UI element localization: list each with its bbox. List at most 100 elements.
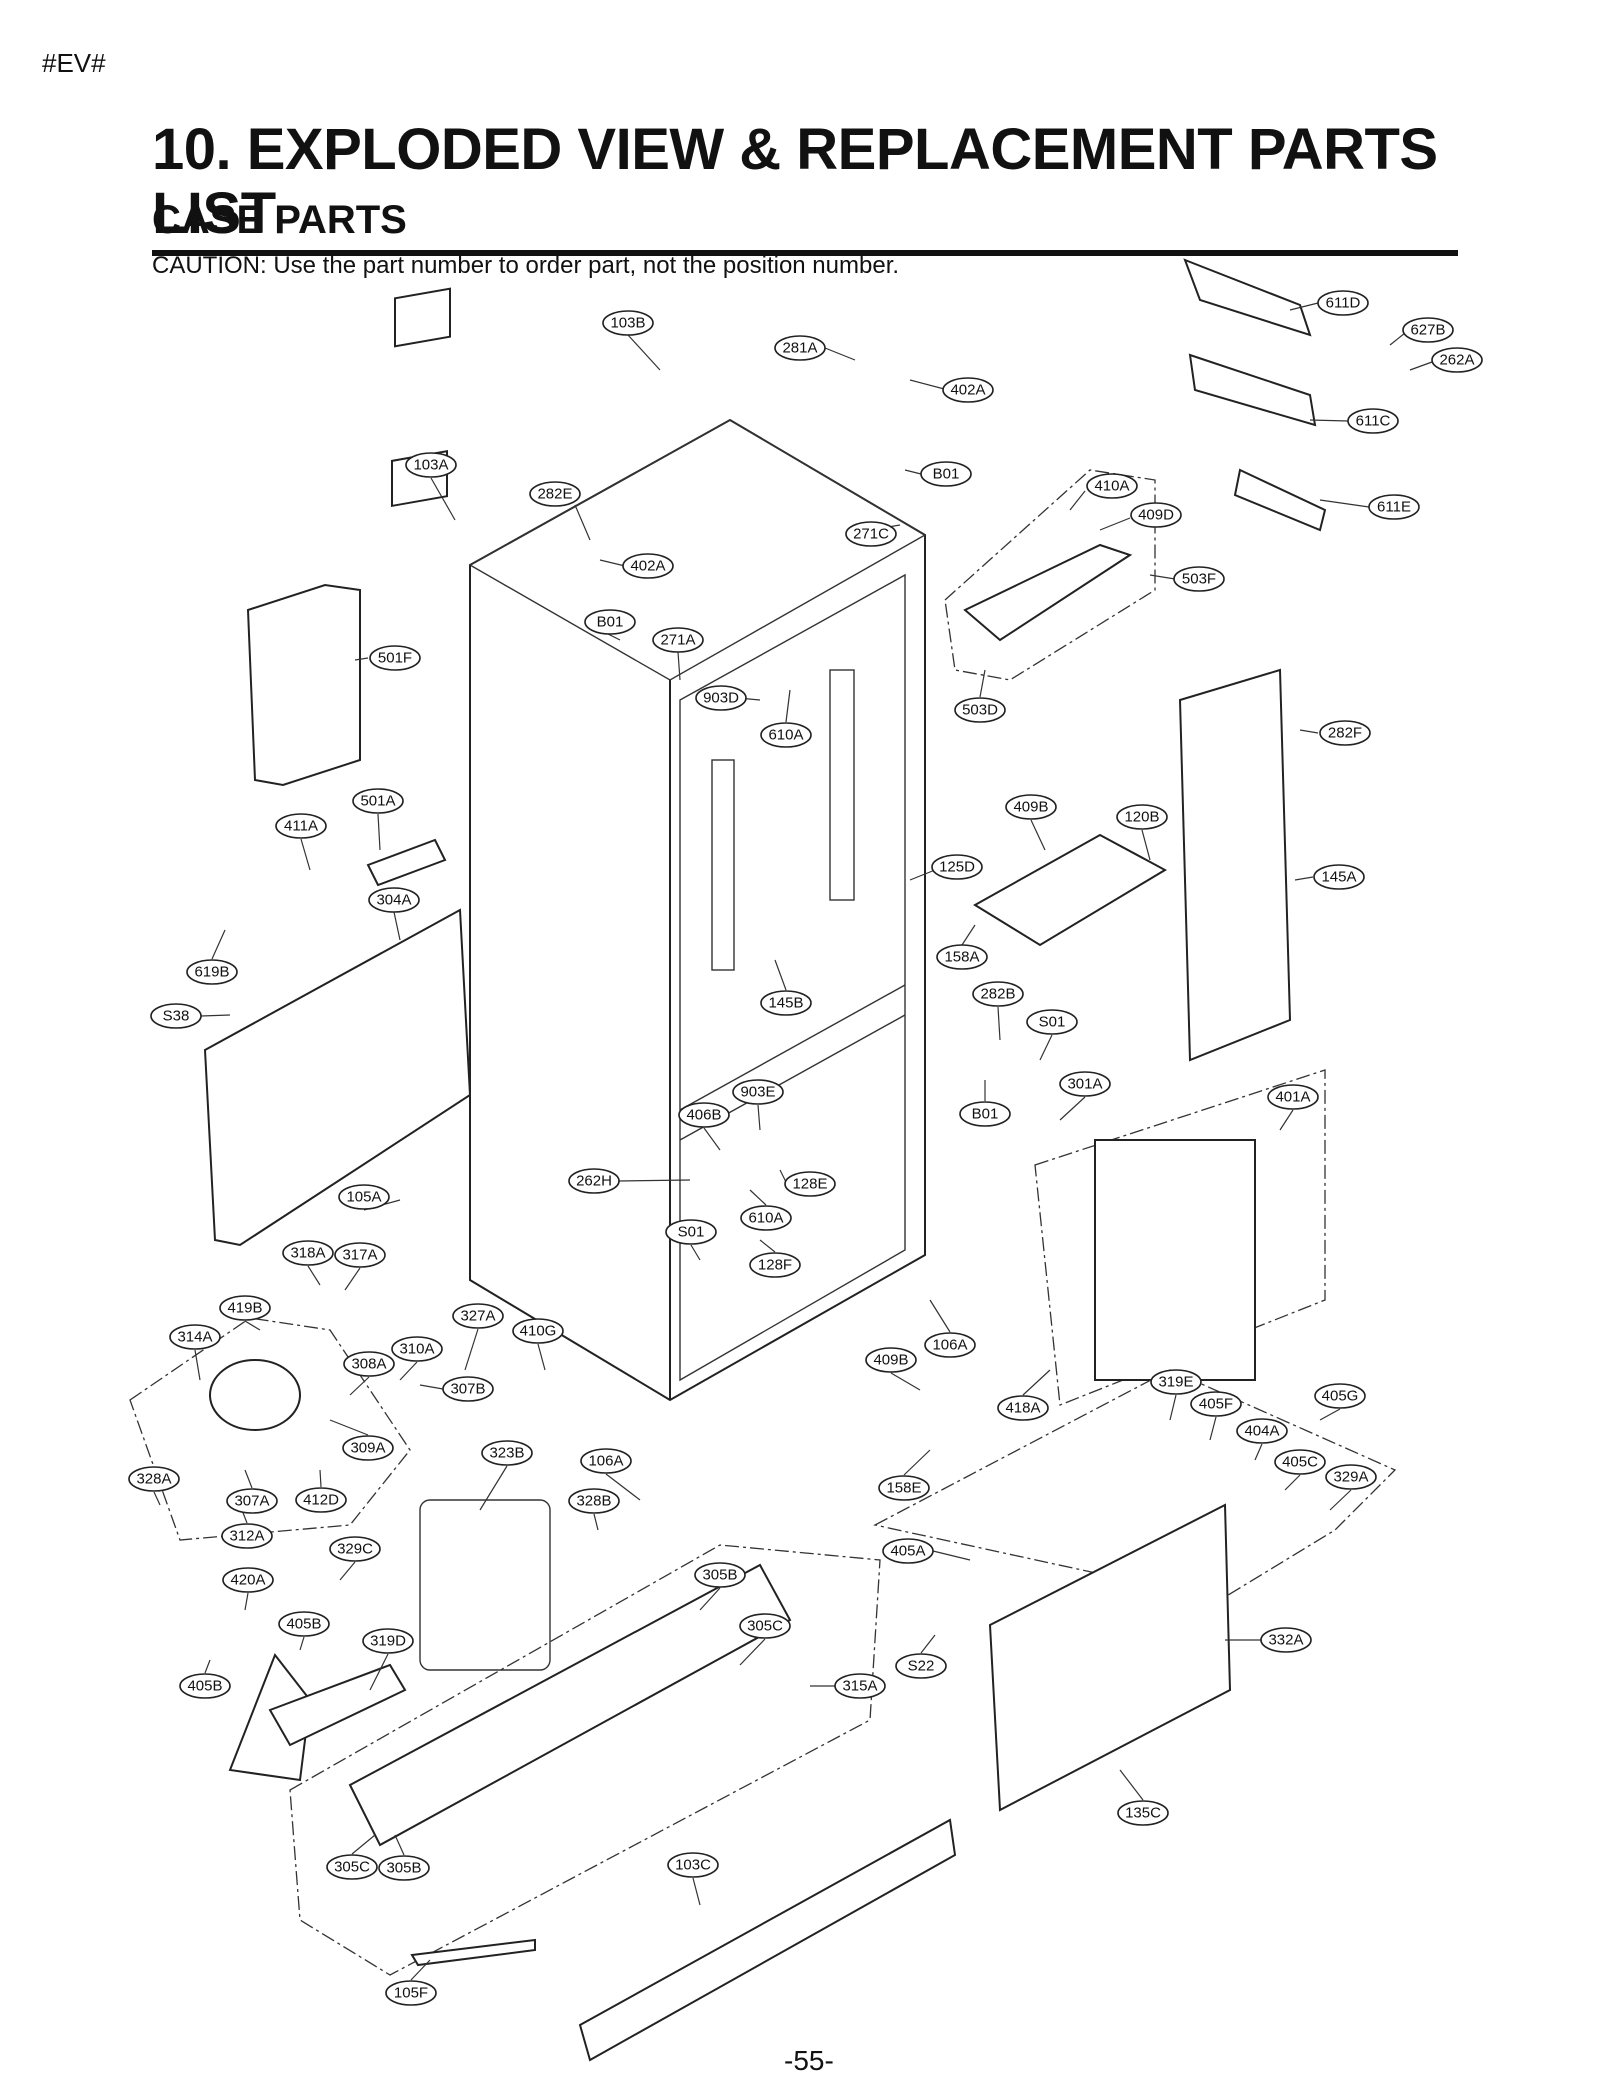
callout-s38: S38: [150, 1003, 202, 1029]
callout-oval: [1347, 408, 1399, 434]
callout-103a: 103A: [405, 452, 457, 478]
callout-409b: 409B: [1005, 794, 1057, 820]
callout-layer: 103B281A402A611D627B262A611C611E103A282E…: [128, 290, 1483, 2006]
callout-label: S01: [678, 1224, 705, 1241]
callout-label: 262H: [576, 1173, 612, 1190]
leader-line: [244, 1469, 253, 1489]
callout-420a: 420A: [222, 1567, 274, 1593]
callout-oval: [784, 1171, 836, 1197]
callout-oval: [568, 1168, 620, 1194]
leader-line: [1069, 490, 1086, 511]
callout-503d: 503D: [954, 697, 1006, 723]
callout-oval: [845, 521, 897, 547]
callout-oval: [1368, 494, 1420, 520]
callout-label: 619B: [194, 964, 229, 981]
callout-120b: 120B: [1116, 804, 1168, 830]
callout-329a: 329A: [1325, 1464, 1377, 1490]
callout-b01: B01: [920, 461, 972, 487]
leader-line: [399, 1361, 418, 1381]
callout-s01: S01: [665, 1219, 717, 1245]
callout-label: 271A: [660, 632, 695, 649]
leader-line: [1319, 1408, 1341, 1421]
leader-line: [997, 1006, 1001, 1041]
leader-line: [739, 1638, 766, 1666]
callout-label: 503F: [1182, 571, 1216, 588]
callout-419b: 419B: [219, 1295, 271, 1321]
callout-oval: [774, 335, 826, 361]
callout-label: 328B: [576, 1493, 611, 1510]
leader-line: [757, 1104, 761, 1131]
callout-501f: 501F: [369, 645, 421, 671]
callout-label: B01: [933, 466, 960, 483]
callout-282b: 282B: [972, 981, 1024, 1007]
callout-327a: 327A: [452, 1303, 504, 1329]
callout-oval: [1319, 720, 1371, 746]
callout-145b: 145B: [760, 990, 812, 1016]
section-subtitle: CASE PARTS: [152, 198, 407, 242]
callout-oval: [954, 697, 1006, 723]
callout-oval: [1026, 1009, 1078, 1035]
callout-405b: 405B: [278, 1611, 330, 1637]
callout-oval: [378, 1855, 430, 1881]
callout-label: 128E: [792, 1176, 827, 1193]
callout-319d: 319D: [362, 1628, 414, 1654]
callout-oval: [924, 1332, 976, 1358]
callout-label: 317A: [342, 1247, 377, 1264]
callout-label: 610A: [768, 727, 803, 744]
leader-line: [920, 1634, 936, 1654]
callout-oval: [1431, 347, 1483, 373]
leader-line: [929, 1299, 951, 1333]
callout-405g: 405G: [1314, 1383, 1366, 1409]
callout-label: 312A: [229, 1528, 264, 1545]
leader-line: [909, 869, 936, 881]
callout-label: 406B: [686, 1107, 721, 1124]
callout-label: 307A: [234, 1493, 269, 1510]
callout-label: 903E: [740, 1084, 775, 1101]
callout-329c: 329C: [329, 1536, 381, 1562]
callout-317a: 317A: [334, 1242, 386, 1268]
callout-oval: [959, 1101, 1011, 1127]
callout-label: 301A: [1067, 1076, 1102, 1093]
callout-label: 135C: [1125, 1805, 1161, 1822]
callout-301a: 301A: [1059, 1071, 1111, 1097]
callout-262h: 262H: [568, 1168, 620, 1194]
leader-line: [1099, 517, 1131, 531]
callout-label: 405C: [1282, 1454, 1318, 1471]
callout-label: 309A: [350, 1440, 385, 1457]
callout-611d: 611D: [1317, 290, 1369, 316]
leader-lines: [153, 302, 1433, 1981]
leader-line: [351, 1834, 376, 1855]
callout-305b: 305B: [378, 1855, 430, 1881]
callout-503f: 503F: [1173, 566, 1225, 592]
callout-label: S22: [908, 1658, 935, 1675]
callout-oval: [179, 1673, 231, 1699]
callout-627b: 627B: [1402, 317, 1454, 343]
page-number: -55-: [784, 2045, 834, 2076]
bottom-parts-drawing: [289, 1499, 957, 2062]
callout-label: 305C: [747, 1618, 783, 1635]
leader-line: [153, 1491, 161, 1506]
leader-line: [244, 1592, 249, 1611]
callout-label: 402A: [630, 558, 665, 575]
callout-label: 501A: [360, 793, 395, 810]
callout-oval: [385, 1980, 437, 2006]
leader-line: [627, 334, 661, 371]
callout-oval: [997, 1395, 1049, 1421]
leader-line: [369, 1653, 389, 1691]
callout-405f: 405F: [1190, 1391, 1242, 1417]
callout-410g: 410G: [512, 1318, 564, 1344]
leader-line: [1294, 876, 1314, 881]
leader-line: [344, 1267, 361, 1291]
leader-line: [1319, 499, 1370, 508]
callout-oval: [568, 1488, 620, 1514]
leader-line: [677, 651, 681, 681]
callout-label: 307B: [450, 1381, 485, 1398]
leader-line: [774, 959, 787, 991]
callout-label: 105F: [394, 1985, 428, 2002]
leader-line: [430, 477, 456, 521]
callout-oval: [760, 990, 812, 1016]
callout-label: 611D: [1326, 295, 1361, 312]
callout-oval: [1317, 290, 1369, 316]
leader-line: [1059, 1096, 1086, 1121]
